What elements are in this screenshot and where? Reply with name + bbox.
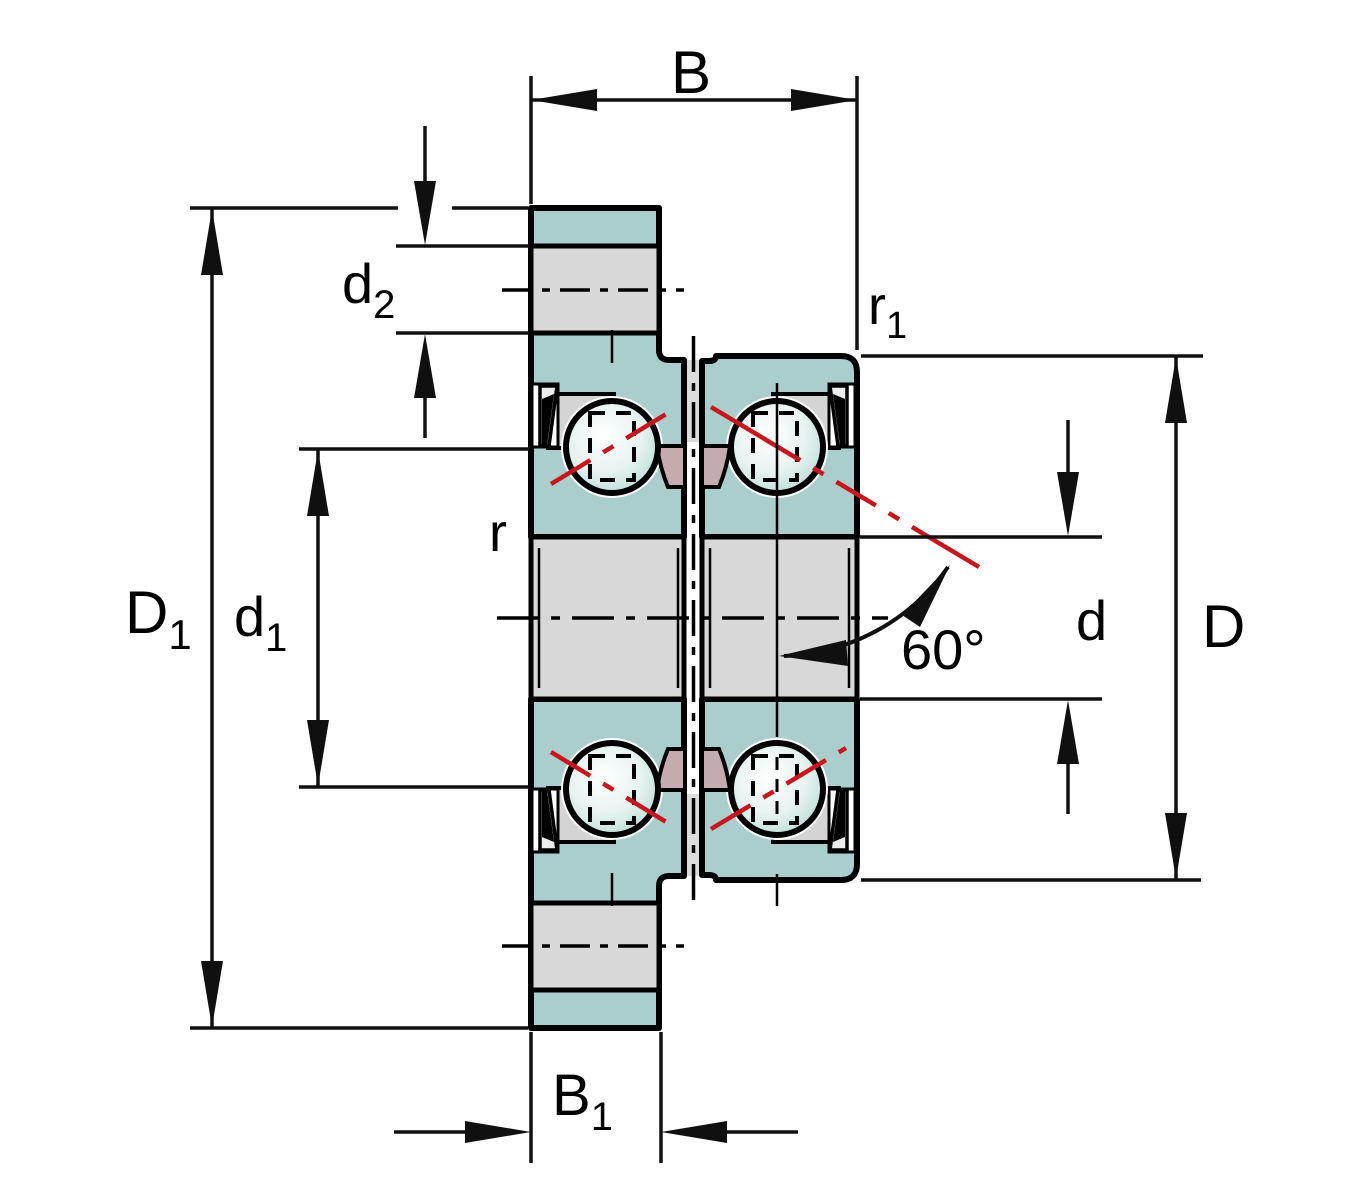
label-d2: d2 — [342, 252, 395, 327]
arrowhead-left-icon — [779, 640, 848, 666]
pocket-rect-top-left — [588, 411, 636, 482]
dimension-B1 — [394, 1032, 798, 1163]
arrowhead-up-icon — [414, 334, 436, 398]
seal-top-left — [538, 384, 559, 448]
dimension-D1 — [190, 206, 528, 1030]
arrowhead-up-right-icon — [902, 565, 950, 627]
arrowhead-up-icon — [201, 209, 223, 275]
label-D: D — [1202, 593, 1245, 660]
label-B1: B1 — [552, 1063, 613, 1139]
label-contact-angle: 60° — [901, 618, 986, 681]
dimension-d — [860, 420, 1102, 814]
contact-line-bottom-left — [549, 750, 670, 825]
centerlines — [497, 288, 888, 948]
contact-angle-lines — [549, 405, 981, 831]
arrowhead-up-icon — [1057, 700, 1079, 764]
label-d: d — [1076, 589, 1107, 652]
label-r1: r1 — [868, 276, 907, 347]
arrowhead-up-icon — [307, 450, 329, 516]
split-gap-top — [685, 360, 702, 442]
dimension-labels: B d2 r1 r D1 d1 d D 60° B1 — [125, 39, 1245, 1139]
bearing-part — [497, 205, 981, 1031]
contact-line-bottom-right — [709, 746, 848, 831]
seal-top-right — [828, 384, 849, 448]
arrowhead-right-icon — [791, 89, 857, 111]
label-D1: D1 — [125, 579, 192, 658]
dimension-B — [529, 76, 859, 350]
arrowhead-up-icon — [1165, 357, 1187, 423]
pocket-rect-bottom-right — [751, 754, 799, 825]
arrowhead-left-icon — [531, 89, 597, 111]
dimensions — [190, 76, 1203, 1163]
arrowhead-down-icon — [307, 720, 329, 786]
arrowhead-down-icon — [414, 181, 436, 245]
dimension-D — [861, 354, 1203, 882]
seal-bottom-left — [538, 788, 559, 852]
arrowhead-down-icon — [1057, 472, 1079, 536]
arrowhead-down-icon — [1165, 813, 1187, 879]
pocket-rect-top-right — [751, 411, 799, 482]
label-B: B — [671, 39, 711, 106]
dimension-d1 — [299, 447, 529, 789]
pocket-rect-bottom-left — [588, 754, 636, 825]
seal-bottom-right — [828, 788, 849, 852]
label-r: r — [489, 503, 507, 563]
arrowhead-right-icon — [465, 1121, 531, 1143]
dimension-d2 — [396, 126, 529, 438]
arrowhead-down-icon — [201, 961, 223, 1027]
split-gap-bottom — [685, 794, 702, 876]
contact-line-top-right — [709, 405, 981, 569]
arrowhead-left-icon — [661, 1121, 727, 1143]
label-d1: d1 — [234, 585, 287, 660]
contact-line-top-left — [549, 411, 670, 486]
construction-lines — [610, 330, 779, 906]
dimension-contact-angle — [779, 565, 950, 666]
